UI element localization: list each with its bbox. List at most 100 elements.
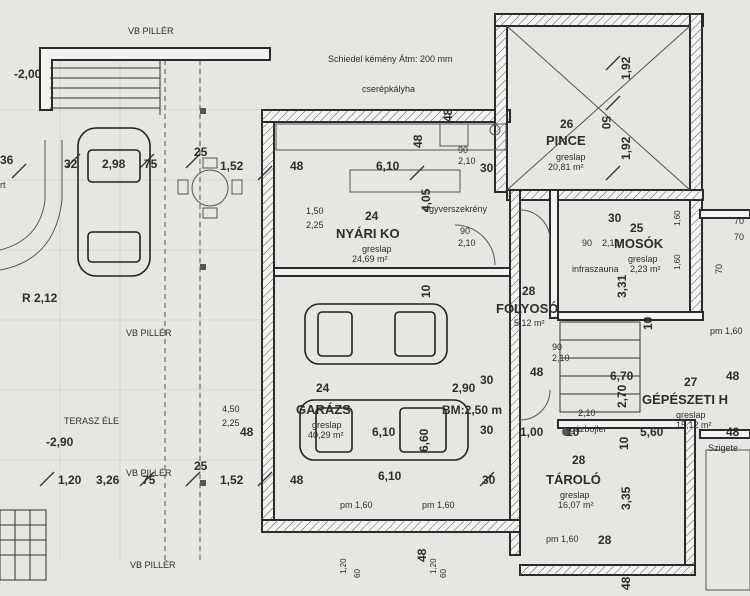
dim-610a: 6,10 bbox=[376, 159, 400, 173]
room-gepeszeti-area: 15,12 m² bbox=[676, 420, 712, 430]
dim-331: 3,31 bbox=[615, 274, 629, 298]
dim-70c: 70 bbox=[714, 264, 724, 274]
room-folyoso-number: 28 bbox=[522, 284, 536, 298]
dim-75b: 75 bbox=[142, 473, 156, 487]
stove-note: cserépkályha bbox=[362, 84, 415, 94]
room-tarolo-number: 28 bbox=[572, 453, 586, 467]
room-tarolo-floor: greslap bbox=[560, 490, 590, 500]
room-garazs-name: GARÁZS bbox=[296, 402, 351, 417]
dim-60a: 60 bbox=[353, 569, 362, 578]
dim-152a: 1,52 bbox=[220, 159, 244, 173]
dim-25b: 25 bbox=[194, 459, 208, 473]
annotations: VB PILLÉR VB PILLÉR VB PILLÉR VB PILLÉR … bbox=[0, 26, 738, 570]
dim-neg290: -2,90 bbox=[46, 435, 74, 449]
car-garage-top bbox=[304, 303, 448, 365]
dim-405: 4,05 bbox=[419, 188, 433, 212]
dim-30e: 30 bbox=[482, 473, 496, 487]
dim-36: 36 bbox=[0, 153, 14, 167]
patio-table bbox=[177, 157, 243, 219]
dim-48f: 48 bbox=[726, 425, 740, 439]
dim-48j: 48 bbox=[441, 108, 455, 122]
dim-pm160c: pm 1,60 bbox=[422, 500, 455, 510]
stairs-top-left bbox=[39, 47, 271, 115]
dim-192b: 1,92 bbox=[619, 136, 633, 160]
dim-210a: 2,10 bbox=[458, 156, 476, 166]
dim-90a: 90 bbox=[458, 145, 468, 155]
room-pince-floor: greslap bbox=[556, 152, 586, 162]
walls bbox=[261, 13, 750, 591]
dim-70a: 70 bbox=[734, 216, 744, 226]
dim-10a: 10 bbox=[419, 284, 433, 298]
dim-210c: 2,10 bbox=[602, 238, 620, 248]
dim-100: 1,00 bbox=[520, 425, 544, 439]
rt-note: rt bbox=[0, 180, 6, 190]
chimney-note: Schiedel kémény Átm: 200 mm bbox=[328, 54, 453, 64]
car-garage-bottom bbox=[299, 399, 469, 461]
dim-150: 1,50 bbox=[306, 206, 324, 216]
kitchen-counter bbox=[275, 123, 507, 193]
dim-48c: 48 bbox=[530, 365, 544, 379]
door-swings bbox=[454, 209, 551, 421]
dim-48e: 48 bbox=[240, 425, 254, 439]
room-tarolo-area: 16,07 m² bbox=[558, 500, 594, 510]
room-gepeszeti-name: GÉPÉSZETI H bbox=[642, 392, 728, 407]
room-mosok-area: 2,23 m² bbox=[630, 264, 661, 274]
wall-cabinet-note: egyverszekrény bbox=[424, 204, 488, 214]
dim-120b: 1,20 bbox=[339, 558, 348, 574]
dim-50: 50 bbox=[599, 116, 613, 130]
room-pince-number: 26 bbox=[560, 117, 574, 131]
dim-210e: 2,10 bbox=[578, 408, 596, 418]
dim-30c: 30 bbox=[480, 373, 494, 387]
dim-225b: 2,25 bbox=[222, 418, 240, 428]
room-nyari-floor: greslap bbox=[362, 244, 392, 254]
vb-piller-lowest: VB PILLÉR bbox=[130, 560, 176, 570]
dim-326: 3,26 bbox=[96, 473, 120, 487]
dim-10d: 10 bbox=[617, 436, 631, 450]
dim-560: 5,60 bbox=[640, 425, 664, 439]
radius-note: R 2,12 bbox=[22, 291, 58, 305]
room-nyari-number: 24 bbox=[365, 209, 379, 223]
stairs-bottom-left bbox=[0, 509, 47, 581]
dim-pm160b: pm 1,60 bbox=[340, 500, 373, 510]
dim-290: 2,90 bbox=[452, 381, 476, 395]
dim-neg200: -2,00 bbox=[14, 67, 42, 81]
car-driveway bbox=[77, 127, 151, 277]
room-nyari-area: 24,69 m² bbox=[352, 254, 388, 264]
dim-48b: 48 bbox=[411, 134, 425, 148]
pillars bbox=[200, 108, 570, 486]
dim-610b: 6,10 bbox=[372, 425, 396, 439]
dim-90b: 90 bbox=[460, 226, 470, 236]
dim-48i: 48 bbox=[619, 576, 633, 590]
dim-30b: 30 bbox=[608, 211, 622, 225]
infra-note: infraszauna bbox=[572, 264, 619, 274]
stairs-corridor bbox=[559, 321, 641, 413]
dim-152b: 1,52 bbox=[220, 473, 244, 487]
dim-450: 4,50 bbox=[222, 404, 240, 414]
dim-70b: 70 bbox=[734, 232, 744, 242]
vb-piller-bottom: VB PILLÉR bbox=[126, 468, 172, 478]
dim-90d: 90 bbox=[552, 342, 562, 352]
room-pince-area: 20,81 m² bbox=[548, 162, 584, 172]
dim-pm160d: pm 1,60 bbox=[546, 534, 579, 544]
terrace-edge-note: TERASZ ÉLE bbox=[64, 416, 119, 426]
room-gepeszeti-number: 27 bbox=[684, 375, 698, 389]
room-folyoso-name: FOLYOSÓ bbox=[496, 301, 558, 316]
room-garazs-number: 24 bbox=[316, 381, 330, 395]
vb-piller-mid: VB PILLÉR bbox=[126, 328, 172, 338]
boiler-note: gázbojler bbox=[570, 424, 607, 434]
room-mosok-number: 25 bbox=[630, 221, 644, 235]
dim-160b: 1,60 bbox=[673, 254, 682, 270]
dim-298: 2,98 bbox=[102, 157, 126, 171]
dim-30d: 30 bbox=[480, 423, 494, 437]
dimensions: -2,00 36 32 2,98 75 25 1,52 48 6,10 48 3… bbox=[0, 56, 744, 590]
room-nyari-name: NYÁRI KO bbox=[336, 226, 400, 241]
dim-48h: 48 bbox=[415, 548, 429, 562]
vb-piller-top: VB PILLÉR bbox=[128, 26, 174, 36]
dimension-ticks bbox=[11, 55, 621, 487]
dim-10c: 10 bbox=[566, 425, 580, 439]
bm-note: BM:2,50 m bbox=[442, 403, 502, 417]
dim-660: 6,60 bbox=[417, 428, 431, 452]
dim-48d: 48 bbox=[726, 369, 740, 383]
